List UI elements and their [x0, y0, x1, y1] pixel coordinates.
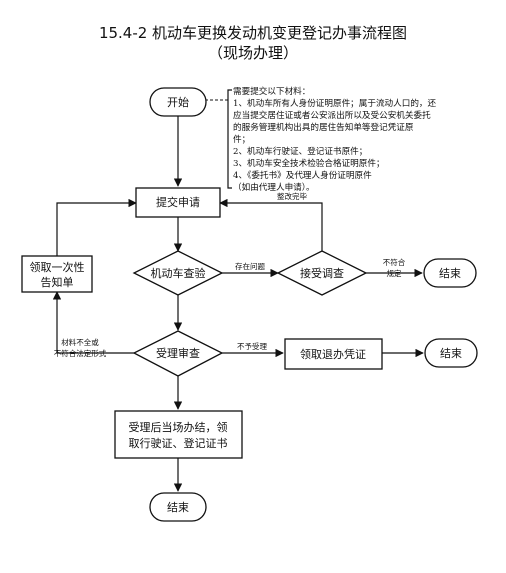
start-label: 开始 — [167, 95, 189, 109]
edge-label-rectified: 整改完毕 — [277, 191, 307, 201]
end-label-2: 结束 — [440, 347, 462, 360]
edge-notify-submit — [56, 198, 137, 256]
note-line-2: 1、机动车所有人身份证明原件；属于流动人口的，还 — [233, 97, 437, 109]
note-line-4: 的服务管理机构出具的居住告知单等登记凭证原 — [233, 121, 414, 133]
end-node-2: 结束 — [424, 338, 478, 368]
end-label-3: 结束 — [167, 501, 189, 514]
investigate-node: 接受调查 — [276, 250, 368, 296]
edge-label-not-compliant-1: 不符合 — [383, 257, 406, 267]
notify-label-1: 领取一次性 — [30, 260, 85, 274]
edge-label-not-accepted: 不予受理 — [237, 341, 267, 351]
inspect-label: 机动车查验 — [151, 266, 206, 280]
edge-review-notify — [52, 291, 134, 354]
inspect-node: 机动车查验 — [132, 250, 224, 296]
review-node: 受理审查 — [132, 330, 224, 377]
diagram-subtitle: （现场办理） — [208, 44, 298, 62]
start-node: 开始 — [149, 87, 207, 117]
note-line-5: 件； — [233, 133, 250, 145]
connectors — [52, 116, 424, 492]
edge-label-not-compliant-2: 规定 — [387, 268, 402, 278]
end-node-3: 结束 — [149, 492, 207, 522]
materials-note: 需要提交以下材料： 1、机动车所有人身份证明原件；属于流动人口的，还 应当提交居… — [205, 85, 437, 193]
edge-label-incomplete-1: 材料不全或 — [61, 337, 99, 347]
review-label: 受理审查 — [156, 346, 200, 360]
end-label-1: 结束 — [439, 267, 461, 280]
note-line-8: 4、《委托书》及代理人身份证明原件 — [233, 169, 372, 181]
refund-label: 领取退办凭证 — [300, 347, 366, 361]
note-line-6: 2、机动车行驶证、登记证书原件； — [233, 145, 367, 157]
edge-investigate-submit — [219, 198, 323, 251]
refund-node: 领取退办凭证 — [284, 338, 383, 370]
note-line-7: 3、机动车安全技术检验合格证明原件； — [233, 157, 385, 169]
edge-label-incomplete-2: 不符合法定形式 — [54, 348, 107, 358]
investigate-label: 接受调查 — [300, 266, 344, 280]
edge-label-has-problem: 存在问题 — [235, 261, 265, 271]
notify-node: 领取一次性 告知单 — [21, 255, 93, 293]
note-line-1: 需要提交以下材料： — [233, 85, 310, 97]
submit-node: 提交申请 — [135, 187, 221, 218]
note-line-9: （如由代理人申请）。 — [233, 181, 315, 193]
note-line-3: 应当提交居住证或者公安派出所以及受公安机关委托 — [233, 109, 431, 121]
diagram-title: 15.4-2 机动车更换发动机变更登记办事流程图 — [99, 24, 407, 42]
notify-label-2: 告知单 — [41, 275, 74, 289]
complete-label-2: 取行驶证、登记证书 — [129, 436, 228, 450]
end-node-1: 结束 — [423, 258, 477, 288]
complete-node: 受理后当场办结，领 取行驶证、登记证书 — [114, 410, 243, 459]
complete-label-1: 受理后当场办结，领 — [129, 420, 228, 434]
submit-label: 提交申请 — [156, 195, 200, 209]
